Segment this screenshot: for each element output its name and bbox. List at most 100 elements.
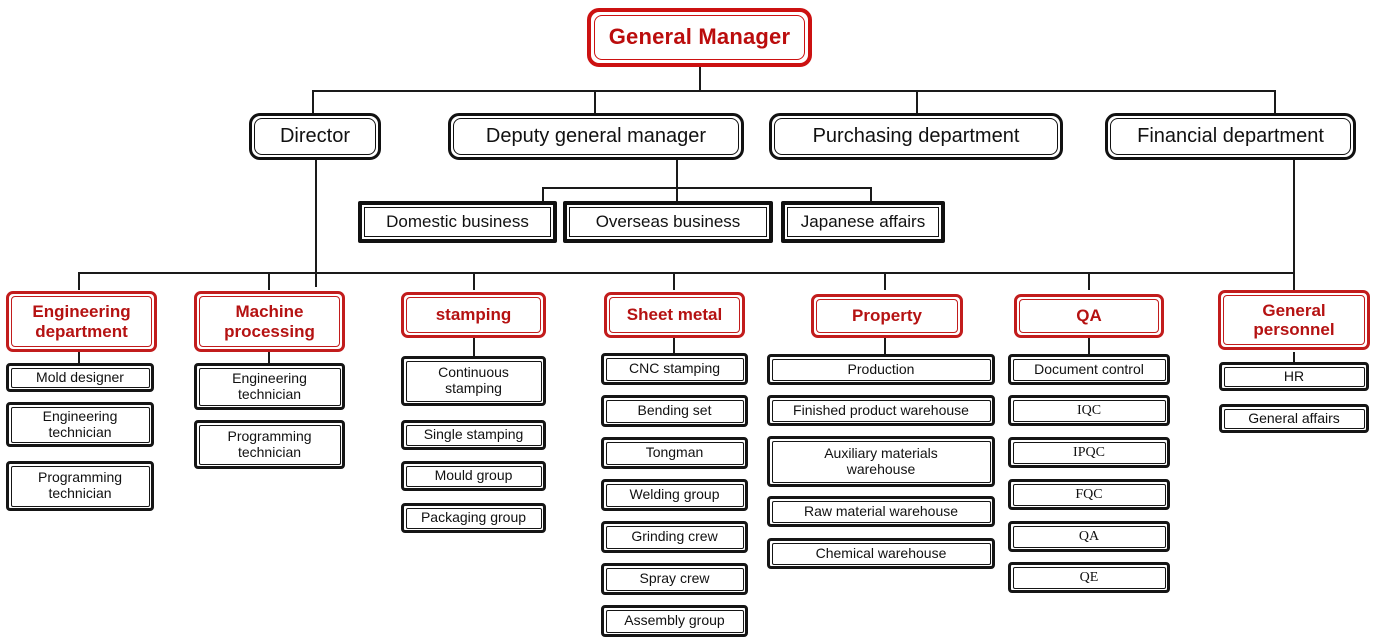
node-leaf-general-affairs[interactable]: General affairs (1219, 404, 1369, 433)
node-leaf-prog-technician-1[interactable]: Programming technician (194, 420, 345, 469)
node-leaf-hr-label: HR (1283, 367, 1305, 384)
node-leaf-auxiliary-materials-warehouse-label: Auxiliary materials warehouse (824, 444, 938, 477)
node-leaf-eng-technician-0[interactable]: Engineering technician (6, 402, 154, 447)
node-leaf-single-stamping[interactable]: Single stamping (401, 420, 546, 450)
node-leaf-continuous-stamping[interactable]: Continuous stamping (401, 356, 546, 406)
node-leaf-bending-set[interactable]: Bending set (601, 395, 748, 427)
node-purchasing-department[interactable]: Purchasing department (769, 113, 1063, 160)
node-overseas-business-label: Overseas business (595, 212, 741, 232)
node-director[interactable]: Director (249, 113, 381, 160)
connector-business-bus (542, 187, 872, 189)
node-leaf-qa[interactable]: QA (1008, 521, 1170, 552)
node-leaf-prog-technician-0-label: Programming technician (37, 469, 123, 501)
node-leaf-production[interactable]: Production (767, 354, 995, 385)
node-general-manager[interactable]: General Manager (587, 8, 812, 67)
node-japanese-affairs[interactable]: Japanese affairs (781, 201, 945, 243)
node-leaf-finished-product-warehouse[interactable]: Finished product warehouse (767, 395, 995, 426)
node-leaf-packaging-group-label: Packaging group (420, 509, 527, 526)
node-leaf-packaging-group[interactable]: Packaging group (401, 503, 546, 533)
node-leaf-qa-inner: QA (1012, 525, 1166, 548)
node-leaf-spray-crew[interactable]: Spray crew (601, 563, 748, 595)
node-domestic-business-label: Domestic business (386, 212, 529, 232)
node-deputy-general-manager-inner: Deputy general manager (453, 118, 739, 155)
node-leaf-grinding-crew-inner: Grinding crew (605, 525, 744, 549)
node-leaf-fqc[interactable]: FQC (1008, 479, 1170, 510)
node-dept-qa-label: QA (1076, 306, 1102, 326)
node-leaf-document-control-label: Document control (1034, 360, 1144, 377)
node-leaf-assembly-group[interactable]: Assembly group (601, 605, 748, 637)
node-leaf-iqc-inner: IQC (1012, 399, 1166, 422)
connector-drop-dept-5 (1088, 272, 1090, 290)
node-leaf-prog-technician-1-label: Programming technician (227, 427, 312, 460)
node-leaf-spray-crew-label: Spray crew (639, 570, 710, 587)
node-leaf-ipqc-label: IPQC (1073, 444, 1105, 460)
node-leaf-welding-group[interactable]: Welding group (601, 479, 748, 511)
node-leaf-hr[interactable]: HR (1219, 362, 1369, 391)
node-deputy-general-manager[interactable]: Deputy general manager (448, 113, 744, 160)
node-leaf-auxiliary-materials-warehouse[interactable]: Auxiliary materials warehouse (767, 436, 995, 487)
node-leaf-prog-technician-0[interactable]: Programming technician (6, 461, 154, 511)
node-dept-property[interactable]: Property (811, 294, 963, 338)
node-leaf-bending-set-inner: Bending set (605, 399, 744, 423)
node-general-manager-inner: General Manager (594, 15, 805, 60)
node-dept-general-personnel[interactable]: General personnel (1218, 290, 1370, 350)
connector-drop-dept-0 (78, 272, 80, 290)
node-leaf-grinding-crew[interactable]: Grinding crew (601, 521, 748, 553)
node-leaf-ipqc[interactable]: IPQC (1008, 437, 1170, 468)
node-overseas-business[interactable]: Overseas business (563, 201, 773, 243)
node-leaf-qa-label: QA (1078, 528, 1100, 544)
connector-drop-deputy (594, 90, 596, 114)
connector-department-bus (78, 272, 1295, 274)
node-leaf-prog-technician-0-inner: Programming technician (10, 465, 150, 507)
node-dept-stamping[interactable]: stamping (401, 292, 546, 338)
node-dept-qa[interactable]: QA (1014, 294, 1164, 338)
node-leaf-tongman-label: Tongman (645, 444, 704, 461)
node-leaf-raw-material-warehouse-inner: Raw material warehouse (771, 500, 991, 523)
node-leaf-prog-technician-1-inner: Programming technician (198, 424, 341, 465)
node-leaf-mould-group-inner: Mould group (405, 465, 542, 487)
node-leaf-mold-designer-label: Mold designer (36, 368, 124, 385)
connector-drop-overseas (676, 187, 678, 202)
node-leaf-welding-group-inner: Welding group (605, 483, 744, 507)
node-leaf-fqc-inner: FQC (1012, 483, 1166, 506)
node-leaf-qe-inner: QE (1012, 566, 1166, 589)
node-leaf-chemical-warehouse[interactable]: Chemical warehouse (767, 538, 995, 569)
connector-dept-0-to-item (78, 352, 80, 364)
node-dept-stamping-inner: stamping (406, 297, 541, 333)
connector-drop-dept-6 (1293, 272, 1295, 290)
node-leaf-qe[interactable]: QE (1008, 562, 1170, 593)
node-leaf-mould-group[interactable]: Mould group (401, 461, 546, 491)
node-leaf-raw-material-warehouse[interactable]: Raw material warehouse (767, 496, 995, 527)
node-dept-sheet-metal[interactable]: Sheet metal (604, 292, 745, 338)
node-dept-machine-processing[interactable]: Machine processing (194, 291, 345, 352)
node-leaf-mold-designer[interactable]: Mold designer (6, 363, 154, 392)
node-domestic-business[interactable]: Domestic business (358, 201, 557, 243)
node-leaf-production-inner: Production (771, 358, 991, 381)
node-leaf-assembly-group-label: Assembly group (624, 612, 725, 629)
node-dept-engineering-department-label: Engineering department (32, 302, 131, 341)
connector-drop-dept-3 (673, 272, 675, 290)
node-leaf-packaging-group-inner: Packaging group (405, 507, 542, 529)
node-leaf-raw-material-warehouse-label: Raw material warehouse (803, 502, 959, 519)
node-leaf-cnc-stamping[interactable]: CNC stamping (601, 353, 748, 385)
node-financial-department[interactable]: Financial department (1105, 113, 1356, 160)
node-leaf-production-label: Production (847, 360, 915, 377)
node-leaf-iqc[interactable]: IQC (1008, 395, 1170, 426)
node-leaf-finished-product-warehouse-inner: Finished product warehouse (771, 399, 991, 422)
node-dept-engineering-department[interactable]: Engineering department (6, 291, 157, 352)
node-leaf-tongman[interactable]: Tongman (601, 437, 748, 469)
node-overseas-business-inner: Overseas business (569, 207, 767, 237)
node-leaf-document-control-inner: Document control (1012, 358, 1166, 381)
node-leaf-eng-technician-1[interactable]: Engineering technician (194, 363, 345, 410)
node-general-manager-label: General Manager (608, 24, 791, 50)
node-leaf-spray-crew-inner: Spray crew (605, 567, 744, 591)
node-japanese-affairs-label: Japanese affairs (800, 212, 926, 232)
node-purchasing-department-label: Purchasing department (812, 125, 1020, 148)
node-leaf-qe-label: QE (1079, 569, 1099, 585)
connector-level2-bus (312, 90, 1276, 92)
connector-financial-spine (1293, 160, 1295, 273)
node-leaf-document-control[interactable]: Document control (1008, 354, 1170, 385)
connector-dept-2-to-item (473, 338, 475, 356)
node-leaf-chemical-warehouse-label: Chemical warehouse (815, 544, 947, 561)
